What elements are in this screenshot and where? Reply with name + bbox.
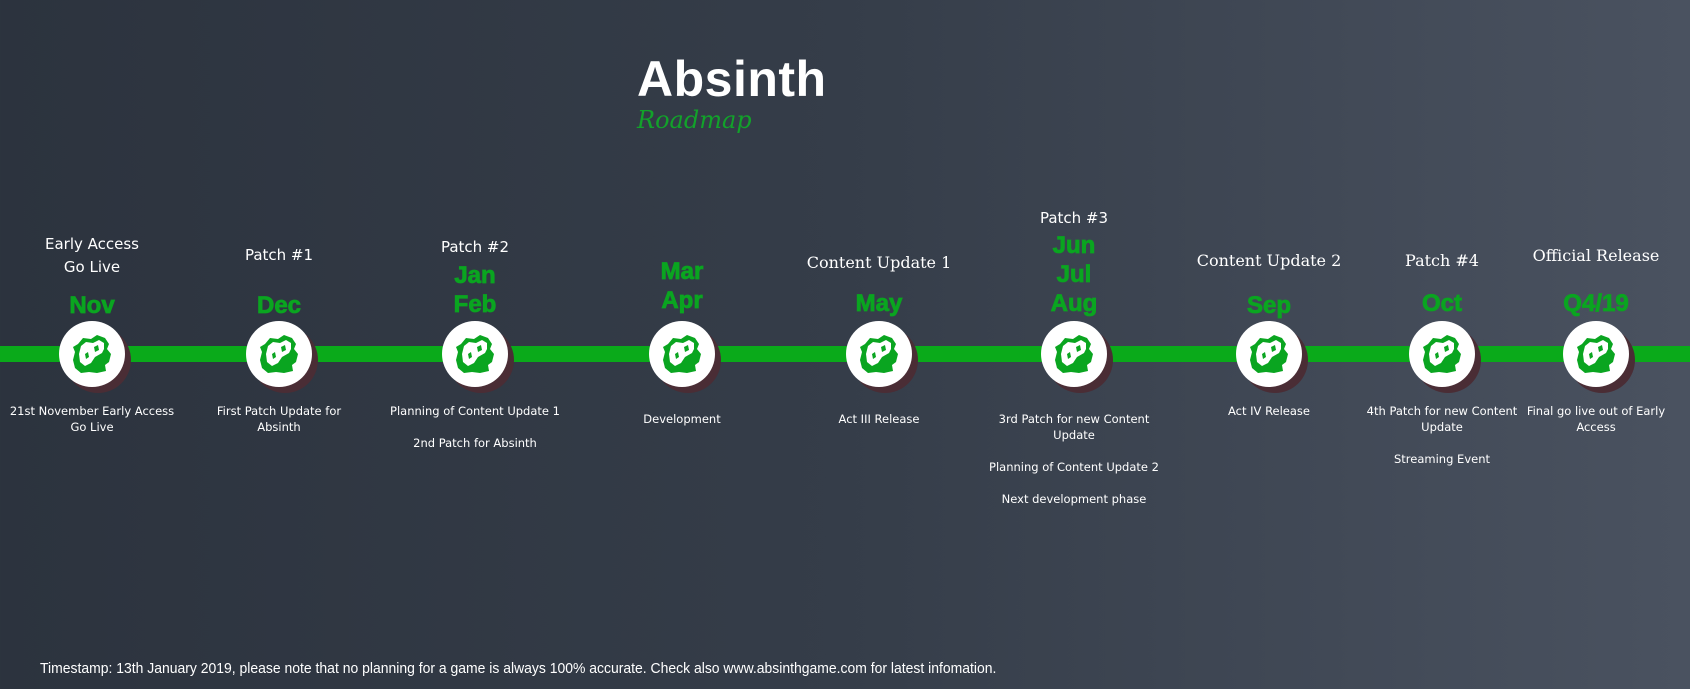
milestone-details: Act IV Release bbox=[1184, 403, 1354, 435]
milestone-detail: 3rd Patch for new Content Update bbox=[998, 412, 1150, 442]
milestone-title: Early Access Go Live bbox=[0, 233, 192, 279]
milestone-detail: 2nd Patch for Absinth bbox=[413, 436, 537, 450]
milestone-title-line: Early Access bbox=[45, 235, 139, 253]
milestone-title-line: Patch #3 bbox=[1039, 209, 1109, 227]
milestone-node bbox=[442, 321, 508, 387]
milestone-title-line: Content Update 2 bbox=[1196, 251, 1342, 270]
absinth-logo-icon bbox=[856, 332, 902, 376]
milestone-months: Q4/19 bbox=[1496, 289, 1690, 318]
month-label: Sep bbox=[1246, 292, 1292, 320]
milestone-detail: Act IV Release bbox=[1228, 404, 1310, 418]
milestone-months: Sep bbox=[1169, 291, 1369, 320]
milestone-details: 21st November Early Access Go Live bbox=[7, 403, 177, 451]
milestone-node bbox=[649, 321, 715, 387]
milestone-detail: Act III Release bbox=[838, 412, 920, 426]
milestone-node bbox=[59, 321, 125, 387]
milestone-title: Patch #4 bbox=[1342, 249, 1542, 272]
milestone-title: Content Update 1 bbox=[779, 251, 979, 274]
milestone-node bbox=[1236, 321, 1302, 387]
milestone-details: Act III Release bbox=[794, 411, 964, 443]
absinth-logo-icon bbox=[69, 332, 115, 376]
milestone-title-line: Patch #1 bbox=[244, 246, 314, 264]
milestone-title: Patch #1 bbox=[179, 244, 379, 267]
month-label: Apr bbox=[661, 287, 703, 315]
absinth-logo-icon bbox=[256, 332, 302, 376]
milestone-detail: Planning of Content Update 2 bbox=[989, 460, 1159, 474]
milestone-detail: 21st November Early Access Go Live bbox=[9, 404, 175, 434]
milestone-title: Patch #3 bbox=[974, 207, 1174, 230]
milestone-title-line: Patch #4 bbox=[1405, 251, 1479, 270]
absinth-logo-icon bbox=[452, 332, 498, 376]
milestone-node bbox=[246, 321, 312, 387]
month-label: Jul bbox=[1056, 261, 1092, 289]
page-subtitle: Roadmap bbox=[637, 106, 752, 134]
milestone-node bbox=[846, 321, 912, 387]
milestone-detail: Planning of Content Update 1 bbox=[390, 404, 560, 418]
milestone-months: Oct bbox=[1342, 289, 1542, 318]
milestone-detail: Final go live out of Early Access bbox=[1526, 404, 1666, 434]
milestone-node bbox=[1041, 321, 1107, 387]
milestone-detail: Streaming Event bbox=[1394, 452, 1490, 466]
absinth-logo-icon bbox=[1051, 332, 1097, 376]
milestone-title: Patch #2 bbox=[375, 236, 575, 259]
absinth-logo-icon bbox=[1246, 332, 1292, 376]
month-label: Oct bbox=[1421, 290, 1463, 318]
milestone-node bbox=[1563, 321, 1629, 387]
milestone-details: Final go live out of Early Access bbox=[1511, 403, 1681, 451]
month-label: Aug bbox=[1050, 290, 1098, 318]
milestone-title-line: Go Live bbox=[63, 258, 121, 276]
month-label: Mar bbox=[660, 258, 704, 286]
milestone-details: First Patch Update for Absinth bbox=[194, 403, 364, 451]
milestone-detail: Development bbox=[643, 412, 721, 426]
milestone-title: Official Release bbox=[1496, 244, 1690, 267]
month-label: Dec bbox=[256, 292, 302, 320]
month-label: May bbox=[855, 290, 903, 318]
absinth-logo-icon bbox=[1419, 332, 1465, 376]
milestone-title-line: Patch #2 bbox=[440, 238, 510, 256]
milestone-details: Development bbox=[597, 411, 767, 443]
month-label: Q4/19 bbox=[1563, 290, 1629, 318]
absinth-logo-icon bbox=[659, 332, 705, 376]
milestone-node bbox=[1409, 321, 1475, 387]
milestone-detail: First Patch Update for Absinth bbox=[216, 404, 342, 434]
milestone-details: Planning of Content Update 1 2nd Patch fo… bbox=[390, 403, 560, 467]
milestone-title: Content Update 2 bbox=[1169, 249, 1369, 272]
month-label: Nov bbox=[69, 292, 115, 320]
month-label: Jan bbox=[454, 262, 496, 290]
milestone-title-line: Content Update 1 bbox=[806, 253, 952, 272]
milestone-detail: Next development phase bbox=[1001, 492, 1147, 506]
milestone-detail: 4th Patch for new Content Update bbox=[1366, 404, 1518, 434]
month-label: Jun bbox=[1052, 232, 1096, 260]
milestone-months: Nov bbox=[0, 291, 192, 320]
milestone-months: May bbox=[779, 289, 979, 318]
milestone-title-line: Official Release bbox=[1532, 246, 1660, 265]
footer-note: Timestamp: 13th January 2019, please not… bbox=[40, 660, 997, 677]
month-label: Feb bbox=[453, 291, 497, 319]
page-title: Absinth bbox=[637, 51, 827, 107]
absinth-logo-icon bbox=[1573, 332, 1619, 376]
milestone-months: Dec bbox=[179, 291, 379, 320]
